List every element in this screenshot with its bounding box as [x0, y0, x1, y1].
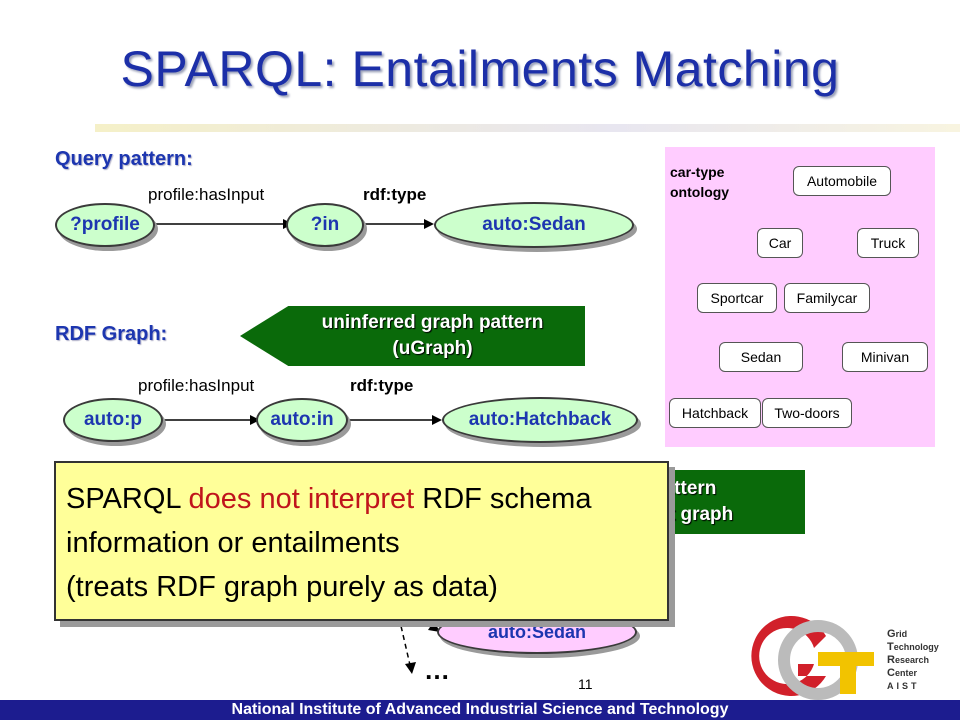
ellipsis: … [424, 655, 450, 685]
callout-part-3: RDF schema information or entailments [66, 483, 592, 559]
ontology-title-line-1: car-type [670, 164, 725, 180]
logo-letter-g: G [887, 628, 896, 640]
rdf-edge-hasinput: profile:hasInput [138, 376, 255, 395]
query-edge-rdftype: rdf:type [363, 185, 427, 204]
rdf-node-hatchback: auto:Hatchback [442, 397, 638, 443]
class-car: Car [757, 228, 803, 258]
query-node-profile: ?profile [55, 203, 155, 247]
banner-line-1: uninferred graph pattern [321, 312, 544, 333]
rdf-graph-label: RDF Graph: [55, 323, 168, 345]
uninferred-graph-banner: uninferred graph pattern (uGraph) [240, 306, 585, 366]
callout-line-2: (treats RDF graph purely as data) [66, 571, 498, 603]
class-two-doors: Two-doors [762, 398, 852, 428]
class-familycar: Familycar [784, 283, 870, 313]
logo-letter-r: R [887, 654, 895, 666]
banner2-line-1: pattern [652, 478, 717, 499]
query-edge-hasinput: profile:hasInput [148, 185, 265, 204]
banner2-line-2: ult graph [652, 504, 734, 525]
page-number: 11 [578, 676, 593, 692]
title-underline [95, 124, 960, 132]
logo-aist: AIST [887, 681, 920, 691]
query-node-in: ?in [286, 203, 364, 247]
callout-emphasis: does not interpret [188, 483, 415, 515]
query-node-sedan: auto:Sedan [434, 202, 634, 248]
logo-rest-c: enter [894, 668, 917, 678]
callout-line-1: SPARQL does not interpret RDF schema inf… [66, 477, 657, 565]
logo-rest-r: esearch [894, 655, 929, 665]
class-hatchback: Hatchback [669, 398, 761, 428]
ontology-title: car-type ontology [670, 162, 729, 202]
logo-letter-c: C [887, 667, 895, 679]
rdf-edge-rdftype: rdf:type [350, 376, 414, 395]
class-sedan: Sedan [719, 342, 803, 372]
class-truck: Truck [857, 228, 919, 258]
class-automobile: Automobile [793, 166, 891, 196]
ontology-title-line-2: ontology [670, 184, 730, 200]
logo-text: Grid Technology Research Center AIST [887, 628, 939, 693]
banner-line-2: (uGraph) [392, 338, 473, 359]
class-minivan: Minivan [842, 342, 928, 372]
logo-rest-t: echnology [893, 642, 939, 652]
logo-letter-t: T [887, 641, 894, 653]
query-pattern-label: Query pattern: [55, 148, 193, 170]
callout-box: SPARQL does not interpret RDF schema inf… [54, 461, 669, 621]
rdf-node-p: auto:p [63, 398, 163, 442]
footer-bar: National Institute of Advanced Industria… [0, 700, 960, 720]
slide-title: SPARQL: Entailments Matching [120, 41, 840, 97]
rdf-node-in: auto:in [256, 398, 348, 442]
logo-rest-g: rid [895, 629, 908, 639]
callout-part-1: SPARQL [66, 483, 189, 515]
class-sportcar: Sportcar [697, 283, 777, 313]
